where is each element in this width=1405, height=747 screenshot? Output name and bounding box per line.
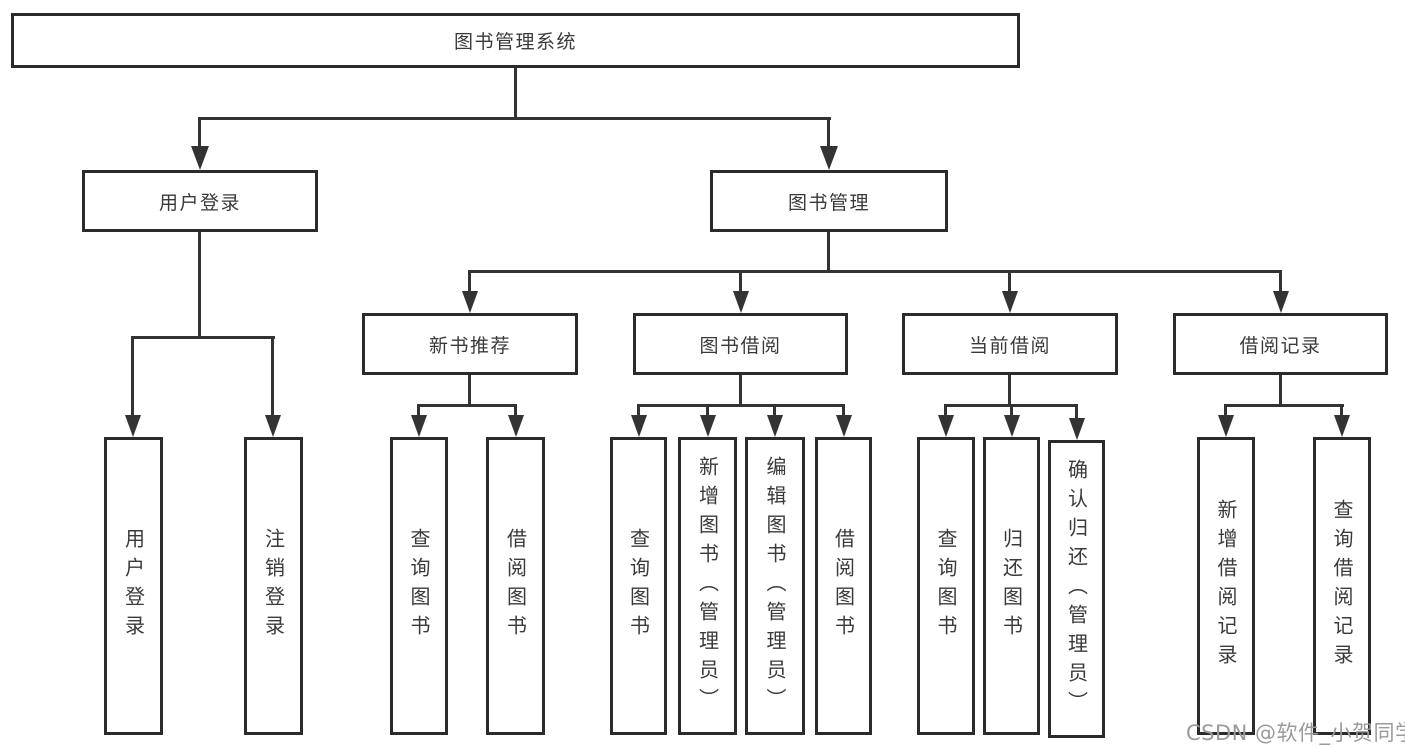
connector-line bbox=[827, 232, 830, 273]
node-book-management: 图书管理 bbox=[710, 170, 948, 232]
arrow-down-icon bbox=[1334, 415, 1350, 437]
node-current-borrow: 当前借阅 bbox=[902, 313, 1118, 375]
node-book-borrow: 图书借阅 bbox=[633, 313, 848, 375]
connector-line bbox=[1010, 404, 1013, 418]
arrow-down-icon bbox=[733, 291, 749, 313]
connector-line bbox=[1008, 375, 1011, 407]
arrow-down-icon bbox=[1273, 291, 1289, 313]
arrow-down-icon bbox=[836, 415, 852, 437]
connector-line bbox=[131, 336, 134, 418]
arrow-down-icon bbox=[265, 415, 281, 437]
connector-line bbox=[1279, 375, 1282, 407]
node-root: 图书管理系统 bbox=[11, 13, 1020, 68]
node-leaf-add-books-admin: 新增图书（管理员） bbox=[678, 437, 737, 735]
watermark: CSDN @软件_小贺同学 bbox=[1186, 721, 1405, 745]
connector-line bbox=[842, 404, 845, 418]
connector-line bbox=[739, 375, 742, 407]
connector-line bbox=[198, 232, 201, 339]
connector-line bbox=[1279, 270, 1282, 294]
node-leaf-user-login: 用户登录 bbox=[104, 437, 163, 735]
connector-line bbox=[468, 375, 471, 407]
arrow-down-icon bbox=[191, 146, 209, 170]
arrow-down-icon bbox=[1218, 415, 1234, 437]
arrow-down-icon bbox=[820, 146, 838, 170]
node-leaf-query-borrow-record: 查询借阅记录 bbox=[1313, 437, 1371, 735]
connector-line bbox=[827, 117, 830, 149]
connector-line bbox=[514, 68, 517, 120]
arrow-down-icon bbox=[1069, 418, 1085, 440]
connector-line bbox=[1340, 404, 1343, 418]
connector-line bbox=[1008, 270, 1011, 294]
arrow-down-icon bbox=[411, 415, 427, 437]
connector-line bbox=[1224, 404, 1227, 418]
connector-line bbox=[637, 404, 845, 407]
arrow-down-icon bbox=[631, 415, 647, 437]
arrow-down-icon bbox=[125, 415, 141, 437]
connector-line bbox=[468, 270, 1282, 273]
node-new-book-recommend: 新书推荐 bbox=[362, 313, 578, 375]
connector-line bbox=[637, 404, 640, 418]
connector-line bbox=[1075, 404, 1078, 418]
connector-line bbox=[944, 404, 947, 418]
connector-line bbox=[271, 336, 274, 418]
node-leaf-borrow-books-borrow: 借阅图书 bbox=[815, 437, 872, 735]
node-leaf-logout: 注销登录 bbox=[244, 437, 303, 735]
connector-line bbox=[706, 404, 709, 418]
connector-line bbox=[198, 117, 201, 149]
connector-line bbox=[1224, 404, 1344, 407]
node-leaf-query-books-borrow: 查询图书 bbox=[610, 437, 667, 735]
connector-line bbox=[417, 404, 420, 418]
arrow-down-icon bbox=[700, 415, 716, 437]
arrow-down-icon bbox=[462, 291, 478, 313]
arrow-down-icon bbox=[938, 415, 954, 437]
node-user-login: 用户登录 bbox=[82, 170, 318, 232]
node-borrow-records: 借阅记录 bbox=[1173, 313, 1388, 375]
node-leaf-query-books-recommend: 查询图书 bbox=[390, 437, 448, 735]
connector-line bbox=[739, 270, 742, 294]
node-leaf-edit-books-admin: 编辑图书（管理员） bbox=[745, 437, 805, 735]
connector-line bbox=[131, 336, 275, 339]
connector-line bbox=[468, 270, 471, 294]
node-leaf-query-books-current: 查询图书 bbox=[917, 437, 975, 735]
node-leaf-add-borrow-record: 新增借阅记录 bbox=[1197, 437, 1255, 735]
arrow-down-icon bbox=[1002, 291, 1018, 313]
connector-line bbox=[514, 404, 517, 418]
connector-line bbox=[198, 117, 831, 120]
arrow-down-icon bbox=[508, 415, 524, 437]
node-leaf-borrow-books-recommend: 借阅图书 bbox=[486, 437, 545, 735]
arrow-down-icon bbox=[1004, 415, 1020, 437]
node-leaf-confirm-return-admin: 确认归还（管理员） bbox=[1048, 440, 1105, 738]
node-leaf-return-books: 归还图书 bbox=[983, 437, 1040, 735]
connector-line bbox=[773, 404, 776, 418]
connector-line bbox=[417, 404, 517, 407]
arrow-down-icon bbox=[767, 415, 783, 437]
